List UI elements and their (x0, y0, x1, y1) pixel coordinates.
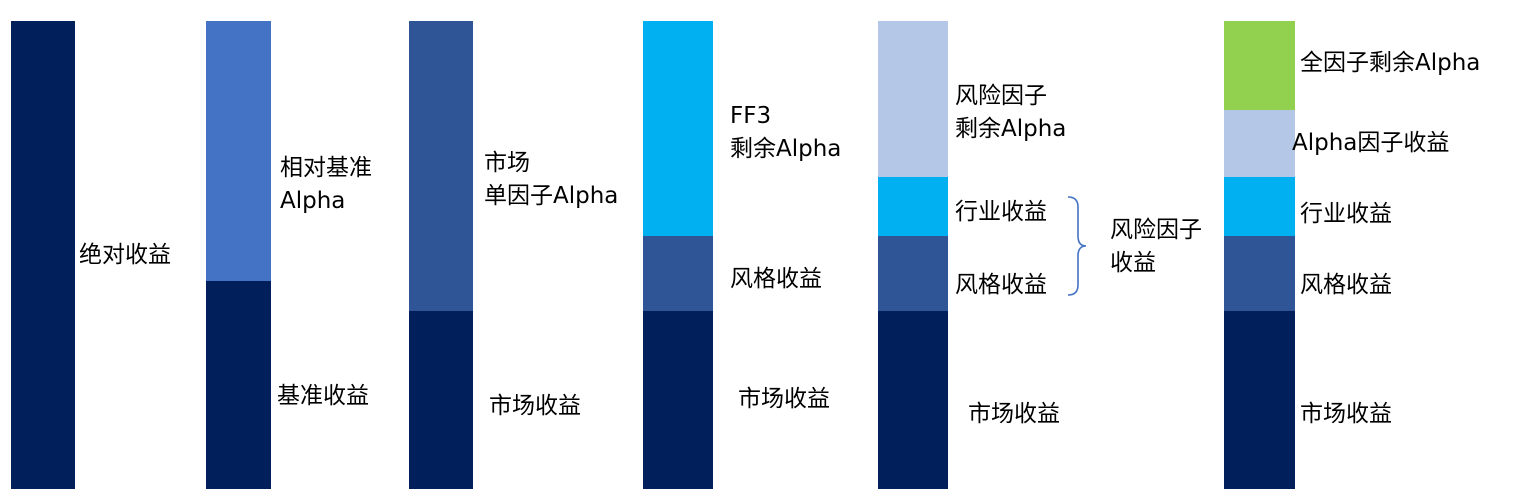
segment-label-line: 行业收益 (955, 199, 1047, 225)
segment-label-line: 绝对收益 (79, 242, 171, 268)
bar-segment-full (1224, 177, 1295, 236)
segment-label-ff3: FF3 剩余Alpha (730, 100, 841, 166)
bar-segment-ff3 (643, 311, 713, 489)
segment-label-line: 单因子Alpha (484, 183, 619, 209)
segment-label-line: 风格收益 (955, 272, 1047, 298)
bar-segment-risk (878, 21, 948, 177)
segment-label-line: 风格收益 (730, 266, 822, 292)
segment-label-line: 基准收益 (277, 383, 369, 409)
risk-factor-return-line: 风险因子 (1110, 217, 1202, 243)
segment-label-line: 市场收益 (489, 393, 581, 419)
segment-label-risk: 风险因子剩余Alpha (955, 80, 1066, 146)
segment-label-line: 全因子剩余Alpha (1300, 50, 1481, 76)
segment-label-full: 风格收益 (1300, 269, 1392, 302)
bar-segment-ff3 (643, 236, 713, 311)
segment-label-full: Alpha因子收益 (1292, 127, 1449, 160)
segment-label-line: 市场收益 (1300, 401, 1392, 427)
risk-factor-return-label: 风险因子 收益 (1110, 214, 1202, 280)
segment-label-ff3: 风格收益 (730, 263, 822, 296)
bar-segment-relative (206, 281, 271, 489)
risk-factor-return-line: 收益 (1110, 250, 1156, 276)
segment-label-line: 行业收益 (1300, 201, 1392, 227)
bar-segment-full (1224, 311, 1295, 489)
segment-label-relative: 相对基准 Alpha (280, 152, 372, 218)
segment-label-line: 市场 (484, 150, 530, 176)
segment-label-market: 市场收益 (489, 390, 581, 423)
bar-segment-full (1224, 236, 1295, 311)
segment-label-line: FF3 (730, 103, 772, 129)
segment-label-full: 市场收益 (1300, 398, 1392, 431)
segment-label-line: 剩余Alpha (955, 116, 1067, 142)
segment-label-line: 风格收益 (1300, 272, 1392, 298)
bar-segment-absolute (11, 21, 75, 489)
segment-label-risk: 风格收益 (955, 269, 1047, 302)
bar-segment-relative (206, 21, 271, 281)
segment-label-line: Alpha (280, 188, 346, 214)
segment-label-risk: 市场收益 (968, 398, 1060, 431)
segment-label-line: Alpha因子收益 (1292, 130, 1450, 156)
segment-label-full: 行业收益 (1300, 198, 1392, 231)
bar-segment-risk (878, 177, 948, 236)
bar-segment-risk (878, 311, 948, 489)
segment-label-risk: 行业收益 (955, 196, 1047, 229)
segment-label-relative: 基准收益 (277, 380, 369, 413)
segment-label-ff3: 市场收益 (738, 383, 830, 416)
segment-label-line: 风险因子 (955, 83, 1047, 109)
segment-label-market: 市场单因子Alpha (484, 147, 618, 213)
segment-label-line: 剩余Alpha (730, 136, 842, 162)
bar-segment-full (1224, 21, 1295, 110)
bar-segment-market (409, 311, 473, 489)
segment-label-line: 相对基准 (280, 155, 372, 181)
bar-segment-ff3 (643, 21, 713, 236)
bar-segment-full (1224, 110, 1295, 177)
bar-segment-market (409, 21, 473, 311)
segment-label-line: 市场收益 (738, 386, 830, 412)
bar-segment-risk (878, 236, 948, 311)
segment-label-absolute: 绝对收益 (79, 239, 171, 272)
segment-label-full: 全因子剩余Alpha (1300, 47, 1480, 80)
segment-label-line: 市场收益 (968, 401, 1060, 427)
